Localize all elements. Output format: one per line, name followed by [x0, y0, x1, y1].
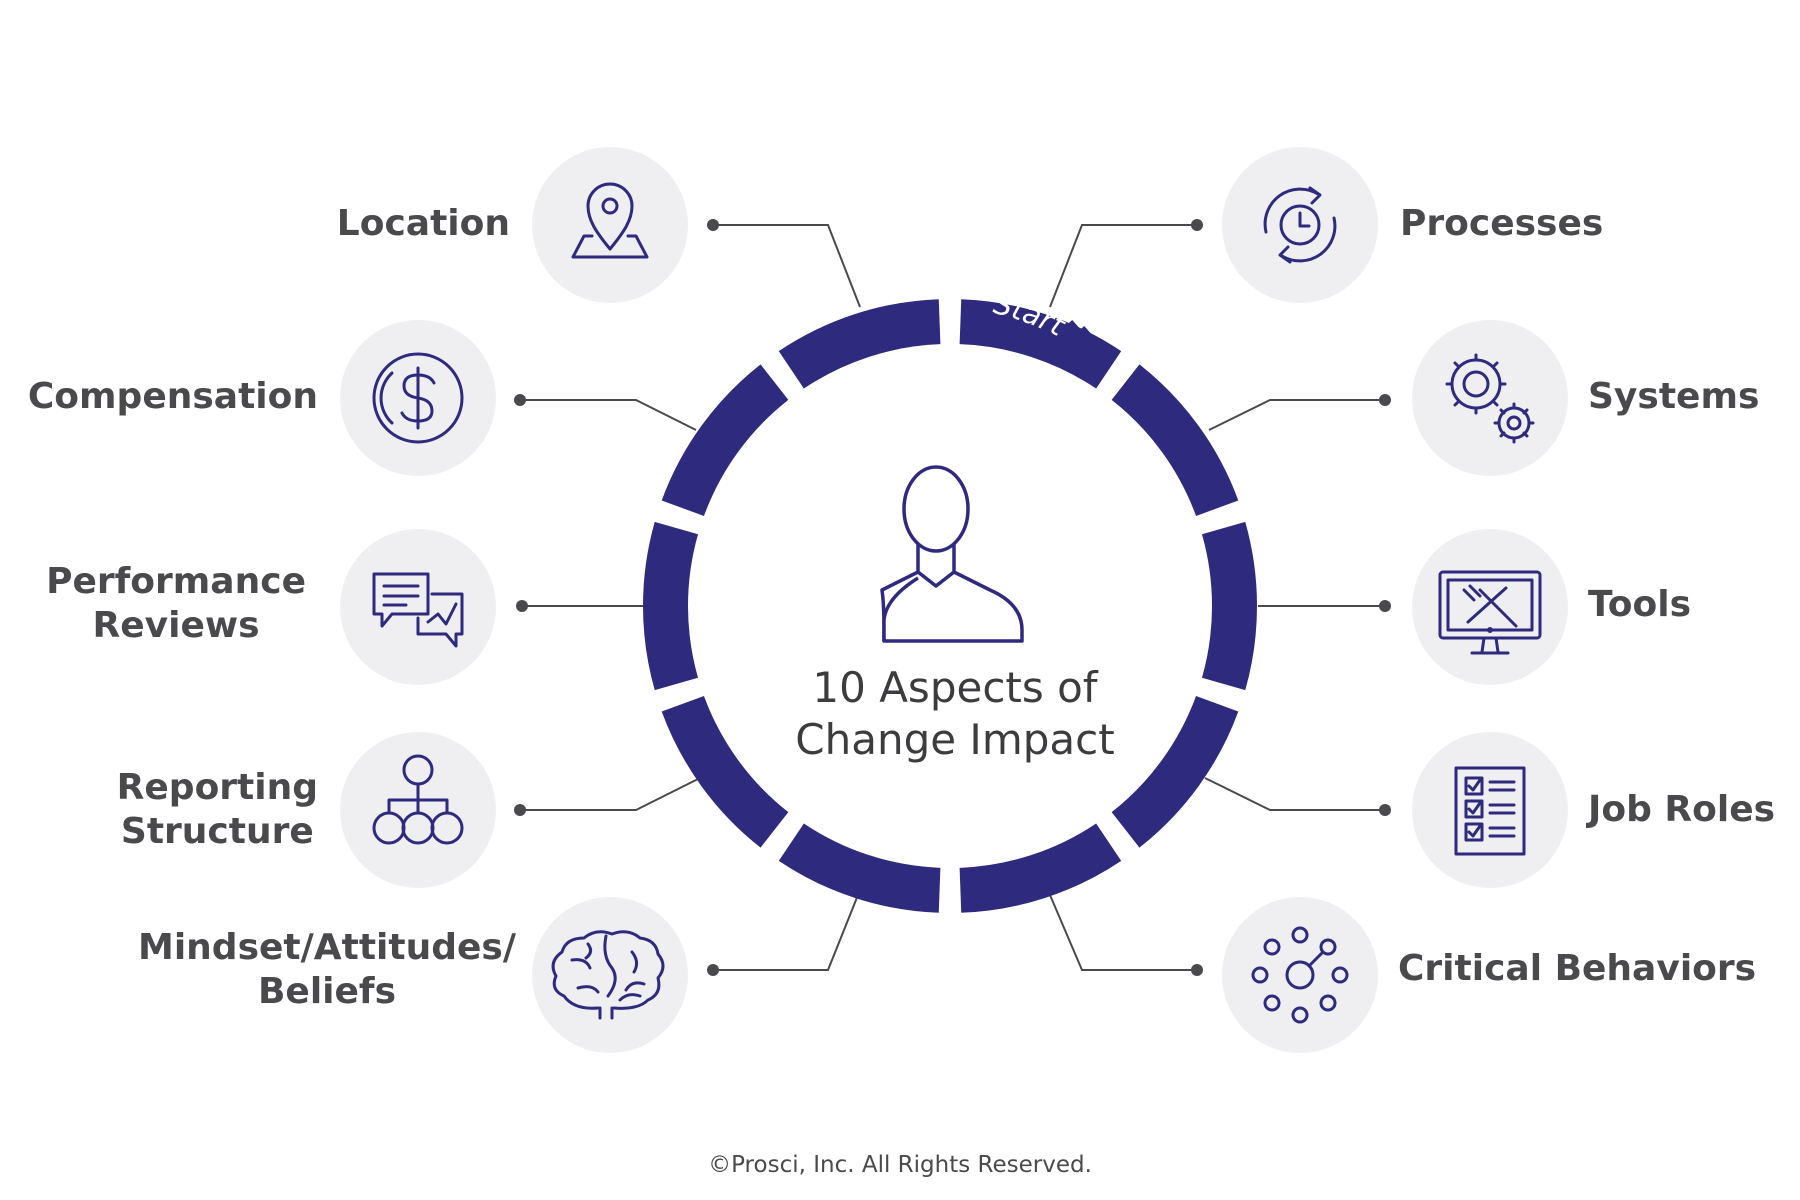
connector-critical-behaviors: [1049, 894, 1203, 976]
start-chevrons-icon: [1063, 320, 1103, 369]
icon-circle-mindset: [532, 897, 688, 1053]
icon-circle-systems: [1412, 320, 1568, 476]
icon-circle-location: [532, 147, 688, 303]
connector-performance-reviews: [516, 600, 648, 612]
ring-segment: [1201, 521, 1257, 691]
connector-compensation: [514, 394, 697, 431]
location-pin-map-icon: [571, 182, 649, 259]
monitor-tools-icon: [1438, 570, 1542, 655]
gears-icon: [1445, 353, 1535, 444]
connector-reporting-structure: [514, 777, 701, 816]
network-nodes-icon: [1251, 926, 1349, 1024]
ring-segment: [643, 521, 699, 691]
diagram-title: 10 Aspects of Change Impact: [700, 662, 1210, 766]
connector-systems: [1208, 394, 1391, 431]
aspect-label-location: Location: [336, 203, 510, 244]
checklist-icon: [1454, 766, 1526, 856]
aspect-label-tools: Tools: [1588, 584, 1692, 625]
copyright-notice: ©Prosci, Inc. All Rights Reserved.: [708, 1152, 1092, 1178]
aspect-label-mindset: Mindset/Attitudes/ Beliefs: [138, 927, 516, 1012]
ring-segment: [959, 823, 1122, 913]
connector-tools: [1258, 600, 1391, 612]
aspect-label-systems: Systems: [1588, 376, 1760, 417]
ring-segment: [661, 696, 789, 848]
connector-mindset: [707, 894, 859, 976]
icon-circle-performance-reviews: [340, 529, 496, 685]
icon-circle-job-roles: [1412, 732, 1568, 888]
aspect-label-job-roles: Job Roles: [1588, 789, 1776, 830]
icon-circle-critical-behaviors: [1222, 897, 1378, 1053]
brain-icon: [551, 930, 665, 1020]
aspect-label-processes: Processes: [1400, 203, 1604, 244]
diagram-title-line-1: 10 Aspects of: [812, 663, 1098, 712]
org-chart-icon: [372, 754, 464, 845]
icon-circle-tools: [1412, 529, 1568, 685]
connector-location: [707, 219, 861, 308]
ring-segment: [1111, 696, 1239, 848]
ring-segment: [1111, 364, 1239, 516]
clock-cycle-icon: [1263, 186, 1337, 264]
aspect-label-performance-reviews: Performance Reviews: [46, 561, 306, 646]
ring-segment: [778, 299, 941, 389]
aspect-label-compensation: Compensation: [27, 376, 318, 417]
aspect-label-reporting-structure: Reporting Structure: [116, 767, 318, 852]
dollar-coin-icon: [372, 352, 464, 444]
connector-processes: [1049, 219, 1203, 308]
diagram-title-line-2: Change Impact: [795, 715, 1115, 764]
connectors: [514, 219, 1391, 976]
connector-job-roles: [1204, 777, 1391, 816]
aspect-label-critical-behaviors: Critical Behaviors: [1398, 948, 1757, 989]
impact-ring: [643, 299, 1257, 913]
ring-segment: [778, 823, 941, 913]
chat-bubbles-icon: [372, 572, 464, 648]
person-icon: [880, 465, 1024, 643]
ring-segment: [661, 364, 789, 516]
